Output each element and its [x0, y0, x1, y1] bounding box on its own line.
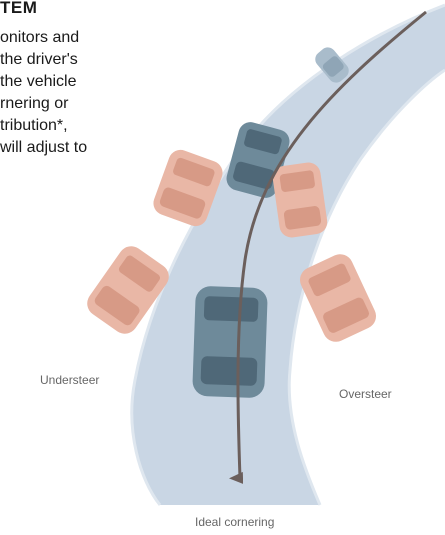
car-ideal-bottom	[192, 286, 268, 398]
label-oversteer: Oversteer	[339, 387, 392, 401]
label-understeer: Understeer	[40, 373, 99, 387]
label-ideal-cornering: Ideal cornering	[195, 515, 274, 529]
car-oversteer-upper	[271, 161, 329, 239]
